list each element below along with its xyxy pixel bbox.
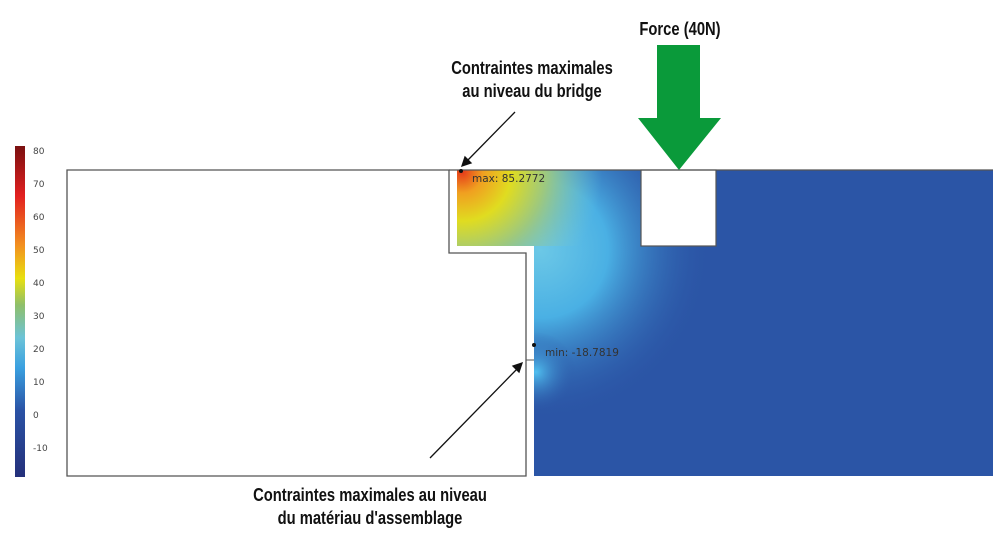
colorbar-tick: 10: [33, 378, 45, 388]
max-label: max: 85.2772: [472, 173, 546, 185]
bridge-pointer-arrow: [465, 111, 516, 163]
colorbar-tick: -10: [33, 444, 48, 454]
min-label: min: -18.7819: [545, 347, 619, 359]
colorbar: [15, 146, 25, 477]
colorbar-tick: 50: [33, 246, 45, 256]
colorbar-tick: 20: [33, 345, 45, 355]
force-label: Force (40N): [639, 19, 721, 39]
annotation-material: Contraintes maximales au niveau du matér…: [247, 484, 493, 530]
load-hole: [640, 169, 717, 247]
force-arrow-icon: [638, 45, 721, 170]
annotation-line: Contraintes maximales au niveau: [253, 485, 487, 505]
annotation-bridge: Contraintes maximales au niveau du bridg…: [450, 57, 614, 103]
max-point-marker: [459, 169, 463, 173]
annotation-line: au niveau du bridge: [462, 81, 602, 101]
colorbar-tick: 30: [33, 312, 45, 322]
annotation-line: du matériau d'assemblage: [277, 508, 463, 528]
min-point-marker: [532, 343, 536, 347]
colorbar-tick: 60: [33, 213, 45, 223]
colorbar-tick: 40: [33, 279, 45, 289]
annotation-line: Contraintes maximales: [451, 58, 613, 78]
colorbar-tick: 80: [33, 147, 45, 157]
colorbar-tick: 70: [33, 180, 45, 190]
colorbar-tick: 0: [33, 411, 39, 421]
stress-field: [457, 169, 993, 476]
material-pointer-arrow: [429, 367, 519, 459]
